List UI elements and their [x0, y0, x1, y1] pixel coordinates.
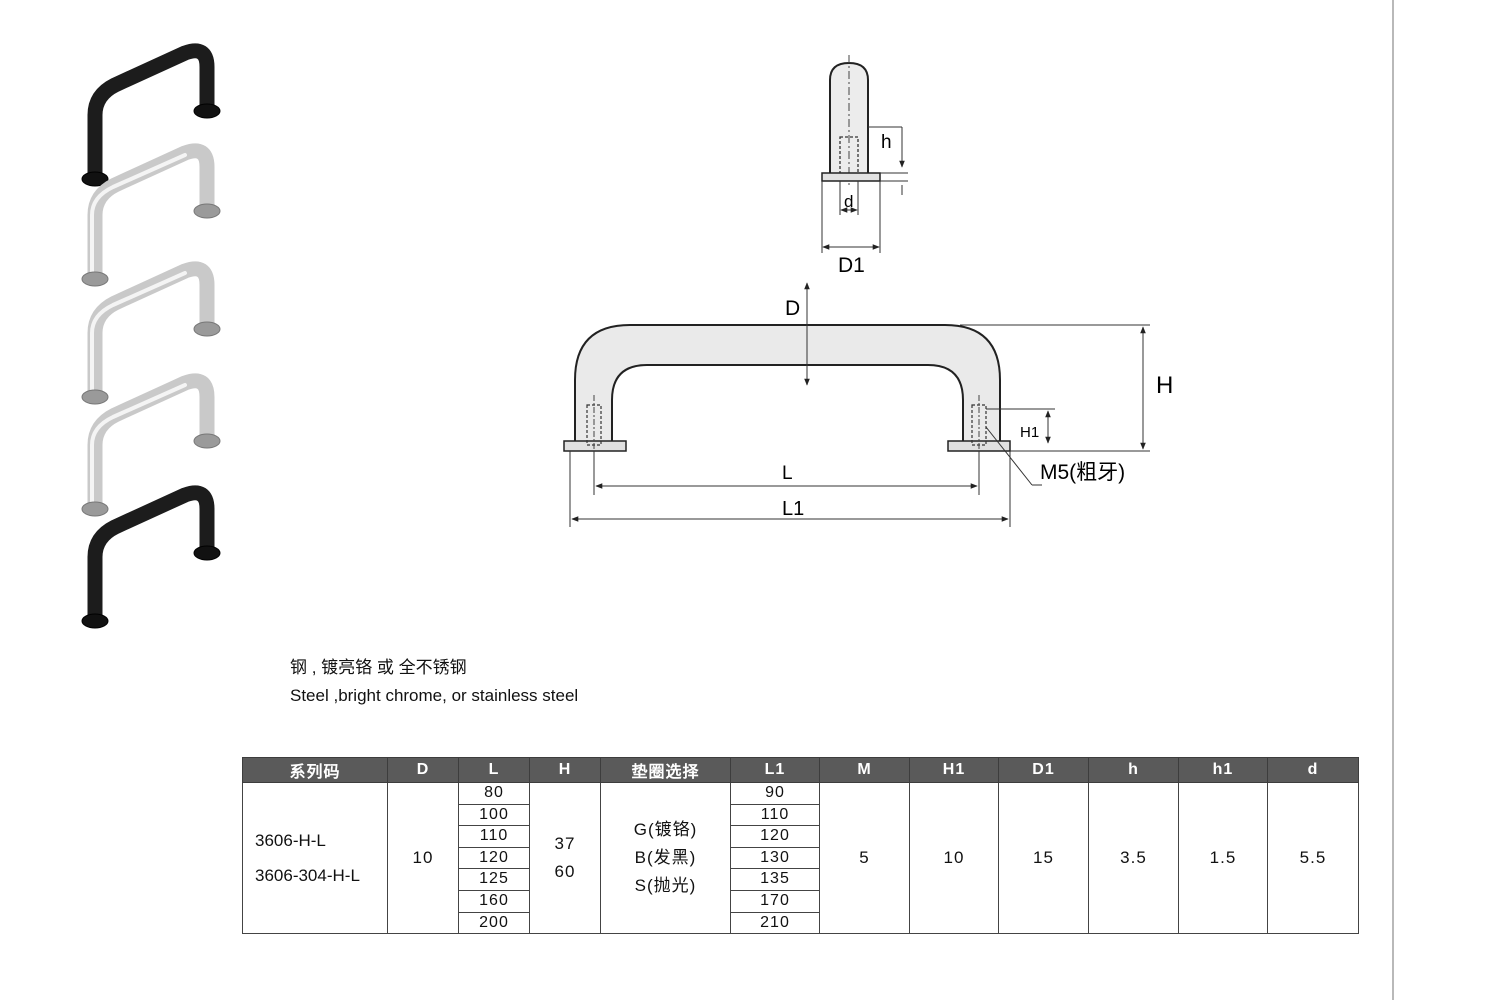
- header-series: 系列码: [242, 757, 388, 783]
- cell-washer: G(镀铬) B(发黑) S(抛光): [600, 781, 731, 935]
- washer-option: G(镀铬): [633, 820, 698, 840]
- cell-D: 10: [387, 781, 459, 935]
- L1-value: 110: [731, 805, 819, 827]
- cell-L: 80 100 110 120 125 160 200: [458, 781, 530, 935]
- L1-value: 90: [731, 783, 819, 805]
- end-view: h d D1: [821, 55, 908, 277]
- cell-series: 3606-H-L 3606-304-H-L: [242, 781, 388, 935]
- series-code: 3606-H-L: [255, 831, 326, 851]
- L-value: 80: [459, 783, 529, 805]
- table-row: 3606-H-L 3606-304-H-L 10 80 100 110 120 …: [242, 781, 1359, 935]
- L-value: 160: [459, 891, 529, 913]
- H-value: 37: [554, 834, 576, 854]
- cell-h1: 1.5: [1178, 781, 1268, 935]
- label-L: L: [782, 463, 793, 484]
- header-M: M: [819, 757, 910, 783]
- material-description: 钢 , 镀亮铬 或 全不锈钢 Steel ,bright chrome, or …: [290, 654, 578, 710]
- washer-option: S(抛光): [634, 876, 697, 896]
- page-right-border: [1392, 0, 1394, 1000]
- header-washer: 垫圈选择: [600, 757, 731, 783]
- header-H1: H1: [909, 757, 999, 783]
- label-H: H: [1156, 372, 1173, 399]
- header-D1: D1: [998, 757, 1089, 783]
- label-d: d: [844, 192, 853, 211]
- material-en: Steel ,bright chrome, or stainless steel: [290, 686, 579, 705]
- header-d: d: [1267, 757, 1359, 783]
- L-value: 110: [459, 826, 529, 848]
- technical-drawing: h d D1 D H H1 M5(粗牙) L: [563, 55, 1173, 527]
- product-photos: [81, 43, 221, 629]
- label-D1: D1: [838, 254, 865, 277]
- L1-value: 130: [731, 848, 819, 870]
- L-value: 100: [459, 805, 529, 827]
- header-h: h: [1088, 757, 1179, 783]
- header-D: D: [387, 757, 459, 783]
- label-D: D: [785, 297, 800, 320]
- handle-photo-black: [81, 485, 221, 629]
- L1-value: 135: [731, 869, 819, 891]
- L-value: 120: [459, 848, 529, 870]
- spec-table: 系列码 D L H 垫圈选择 L1 M H1 D1 h h1 d 3606-H-…: [242, 757, 1359, 935]
- cell-M: 5: [819, 781, 910, 935]
- cell-d: 5.5: [1267, 781, 1359, 935]
- washer-option: B(发黑): [634, 848, 697, 868]
- label-H1: H1: [1020, 424, 1039, 441]
- L1-value: 210: [760, 913, 790, 931]
- L-value: 125: [459, 869, 529, 891]
- handle-photo-chrome: [81, 143, 221, 287]
- L-value: 200: [479, 913, 509, 931]
- header-L: L: [458, 757, 530, 783]
- cell-H1: 10: [909, 781, 999, 935]
- handle-photo-black: [81, 43, 221, 187]
- header-h1: h1: [1178, 757, 1268, 783]
- material-cn: 钢 , 镀亮铬 或 全不锈钢: [290, 658, 467, 677]
- handle-photo-chrome: [81, 261, 221, 405]
- cell-H: 37 60: [529, 781, 601, 935]
- L1-value: 120: [731, 826, 819, 848]
- handle-photo-chrome: [81, 373, 221, 517]
- cell-D1: 15: [998, 781, 1089, 935]
- series-code: 3606-304-H-L: [255, 866, 360, 886]
- cell-L1: 90 110 120 130 135 170 210: [730, 781, 820, 935]
- table-header-row: 系列码 D L H 垫圈选择 L1 M H1 D1 h h1 d: [242, 757, 1359, 783]
- cell-h: 3.5: [1088, 781, 1179, 935]
- label-L1: L1: [782, 498, 804, 520]
- label-thread: M5(粗牙): [1040, 461, 1125, 484]
- L1-value: 170: [731, 891, 819, 913]
- header-L1: L1: [730, 757, 820, 783]
- label-h: h: [881, 132, 892, 153]
- front-view: D H H1 M5(粗牙) L L1: [563, 282, 1173, 527]
- header-H: H: [529, 757, 601, 783]
- H-value: 60: [554, 862, 576, 882]
